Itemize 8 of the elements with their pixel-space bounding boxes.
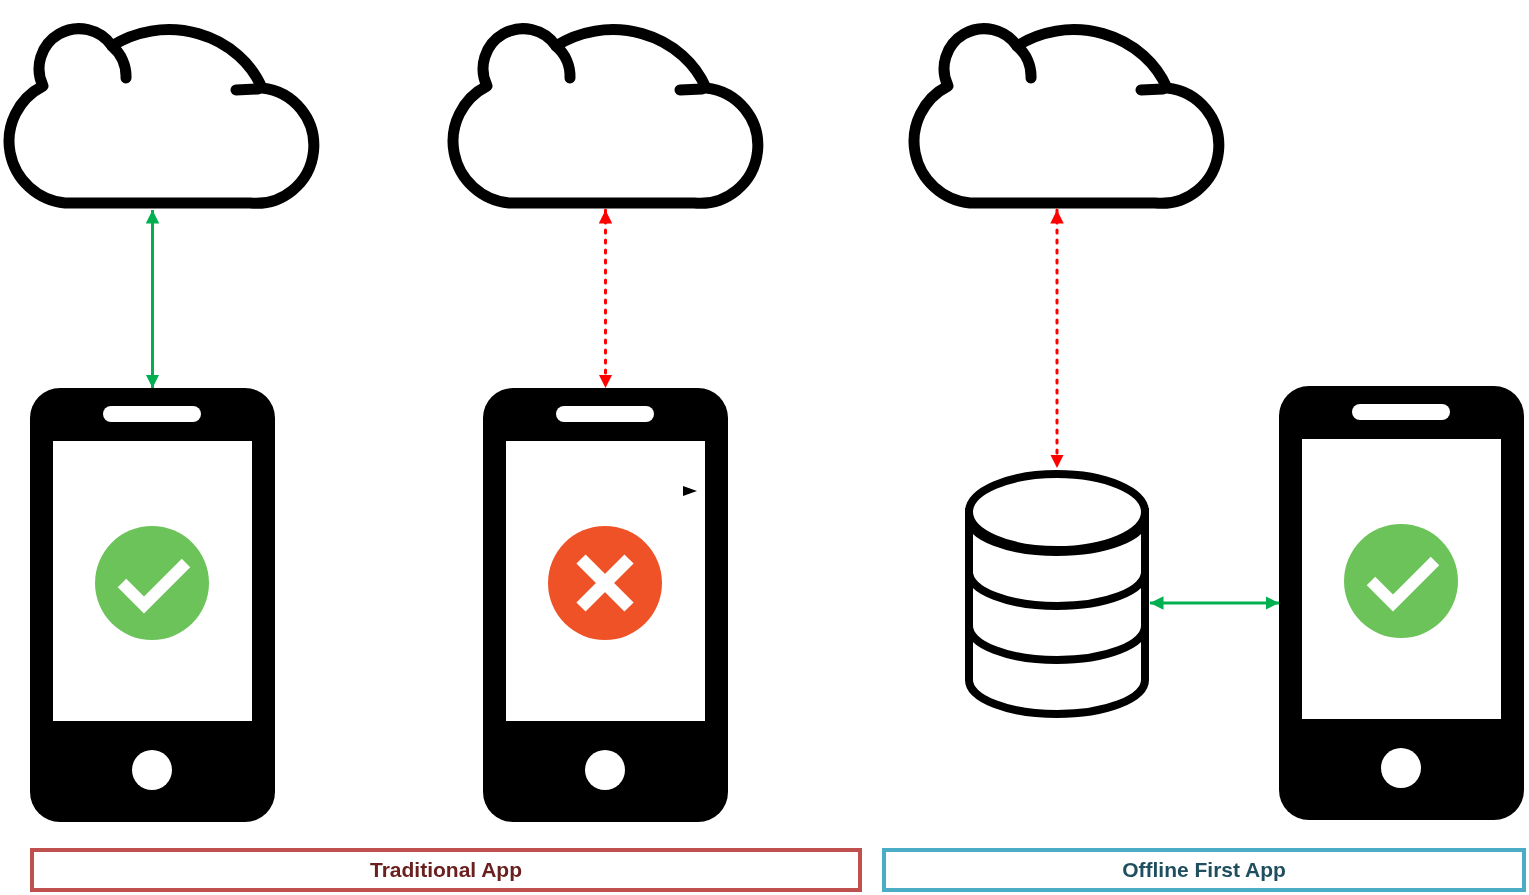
- label-box: [30, 848, 862, 892]
- double-arrow: [1150, 596, 1279, 610]
- caption-text: Traditional App: [369, 858, 523, 882]
- label-box: [882, 848, 1526, 892]
- double-arrow: [145, 210, 160, 388]
- double-arrow: [1050, 208, 1064, 470]
- caption-text: Offline First App: [1122, 858, 1286, 882]
- double-arrow: [598, 208, 613, 390]
